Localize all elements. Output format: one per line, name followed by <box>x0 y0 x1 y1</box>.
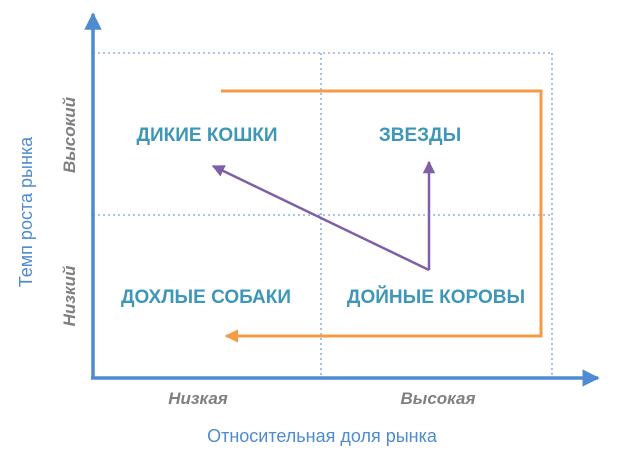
investment-arrow-to-wild-cats <box>211 164 430 272</box>
quadrant-cash-cows-label: ДОЙНЫЕ КОРОВЫ <box>347 286 525 308</box>
y-axis-title: Темп роста рынка <box>16 136 36 287</box>
x-axis-title: Относительная доля рынка <box>207 426 438 446</box>
x-high-label: Высокая <box>401 389 476 408</box>
quadrant-dead-dogs-label: ДОХЛЫЕ СОБАКИ <box>121 287 291 308</box>
x-low-label: Низкая <box>168 389 228 408</box>
grid <box>93 52 553 378</box>
y-high-label: Высокий <box>60 96 79 173</box>
y-low-label: Низкий <box>60 265 79 326</box>
quadrant-stars-label: ЗВЕЗДЫ <box>379 125 461 146</box>
cash-flow-arrow <box>221 89 543 343</box>
quadrant-wild-cats-label: ДИКИЕ КОШКИ <box>136 125 277 146</box>
